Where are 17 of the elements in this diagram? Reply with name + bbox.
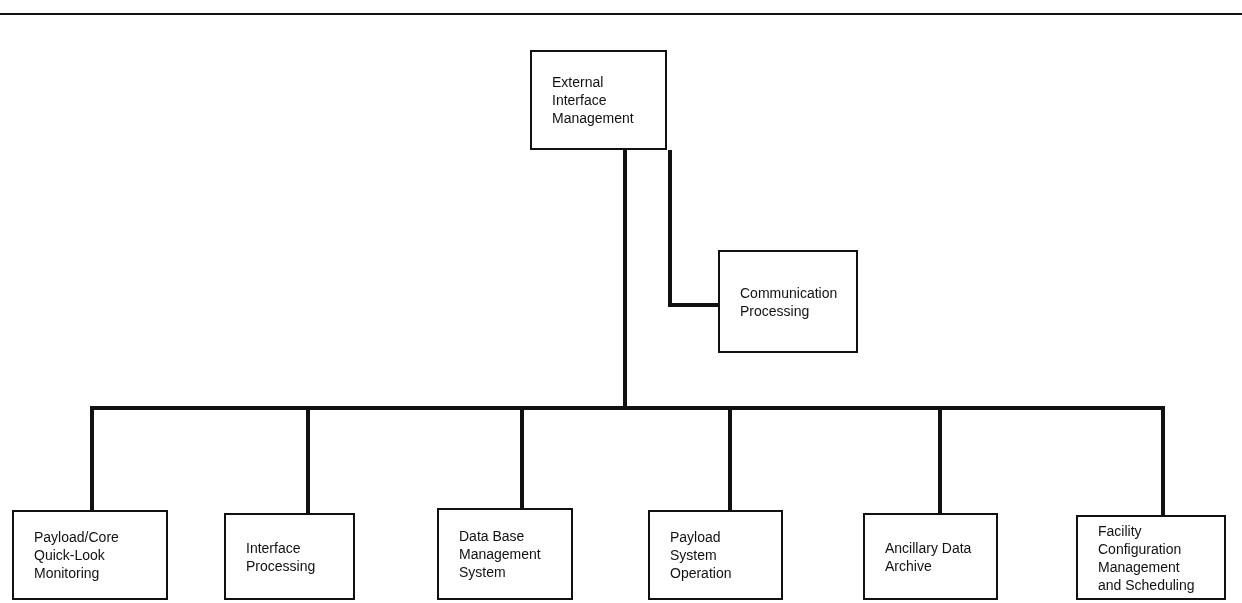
box-label: Payload/Core Quick-Look Monitoring xyxy=(34,528,120,582)
box-label: Data Base Management System xyxy=(459,527,542,581)
process-box xyxy=(12,510,168,600)
box-label: Communication Processing xyxy=(740,283,838,320)
box-label: Interface Processing xyxy=(246,538,317,575)
process-box xyxy=(224,513,355,600)
process-box xyxy=(1076,515,1226,600)
box-label: External Interface Management xyxy=(552,73,635,127)
process-box xyxy=(648,510,783,600)
process-box xyxy=(530,50,667,150)
process-box xyxy=(863,513,998,600)
box-label: Payload System Operation xyxy=(670,528,733,582)
box-label: Ancillary Data Archive xyxy=(885,538,973,575)
process-box xyxy=(437,508,573,600)
box-label: Facility Configuration Management and Scheduling xyxy=(1098,521,1196,594)
connector-line xyxy=(668,150,718,307)
process-box xyxy=(718,250,858,353)
